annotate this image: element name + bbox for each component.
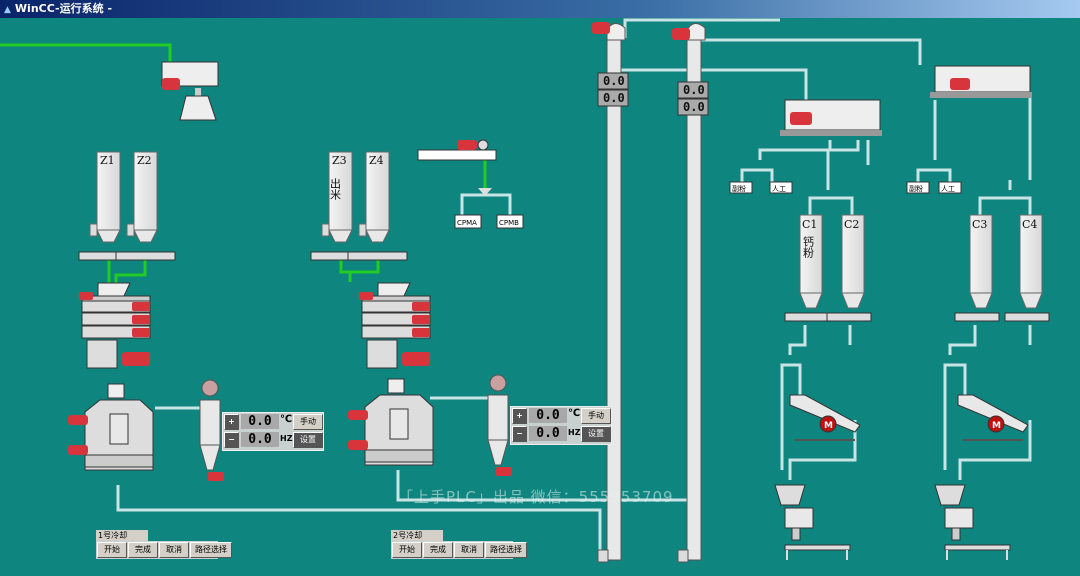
window-title: WinCC-运行系统 -: [14, 2, 113, 15]
fan-icon: [489, 374, 507, 392]
cooler-2[interactable]: [348, 378, 434, 466]
sieve-output-label: 副粉: [909, 184, 923, 193]
silo-content: 钙粉: [802, 235, 815, 258]
frequency-value: 0.0: [529, 426, 567, 441]
silo-c3[interactable]: C3: [954, 214, 1000, 322]
elevator-readout-bg: [597, 89, 629, 107]
pipes: [116, 18, 1032, 555]
process-diagram: Z1 Z2 Z3 出米 Z4 CPMA CPMB 0.0 0.0 0.0 0.0 副粉 人工 副粉…: [0, 18, 1050, 563]
cooler-1[interactable]: [68, 383, 154, 471]
screw-conveyor[interactable]: [417, 139, 497, 196]
manual-button[interactable]: 手动: [293, 414, 323, 430]
decrease-button[interactable]: −: [224, 432, 239, 448]
setting-button[interactable]: 设置: [581, 426, 611, 442]
plansifter-1[interactable]: [780, 99, 882, 136]
frequency-value: 0.0: [241, 432, 279, 447]
fan-icon: [201, 379, 219, 397]
motor-icon: [987, 415, 1005, 433]
active-pipes: [0, 43, 487, 285]
motor-label: M: [824, 421, 833, 431]
cyclone-2[interactable]: [487, 374, 512, 476]
silo-z1[interactable]: Z1: [78, 151, 139, 261]
fan-unit[interactable]: [161, 61, 219, 121]
control-button-3[interactable]: 路径选择: [190, 542, 232, 558]
control-button-0[interactable]: 开始: [392, 542, 422, 558]
cooler-control-panel-2: + − 0.0 0.0 ℃ HZ 手动 设置: [510, 406, 612, 445]
silo-label: Z3: [332, 154, 347, 167]
packer-1[interactable]: [774, 484, 851, 560]
silo-z2[interactable]: Z2: [115, 151, 176, 261]
silo-c1[interactable]: C1 钙粉: [784, 214, 830, 322]
silo-label: C2: [844, 218, 859, 231]
elevator-readout: 0.0: [683, 100, 705, 114]
increase-button[interactable]: +: [512, 408, 527, 424]
cyclone-1[interactable]: [199, 379, 224, 481]
elevator-readout-bg: [597, 72, 629, 90]
sieve-output-label: 副粉: [732, 184, 746, 193]
silo-z4[interactable]: Z4: [347, 151, 408, 261]
setting-button[interactable]: 设置: [293, 432, 323, 448]
silo-label: Z1: [100, 154, 115, 167]
vibrating-screen-2[interactable]: M: [957, 394, 1029, 441]
silo-label: Z4: [369, 154, 384, 167]
silo-label: C3: [972, 218, 987, 231]
output-cpma: CPMA: [457, 219, 477, 227]
control-button-2[interactable]: 取消: [159, 542, 189, 558]
silo-z3[interactable]: Z3 出米: [310, 151, 371, 261]
control-button-0[interactable]: 开始: [97, 542, 127, 558]
elevator-readout: 0.0: [603, 74, 625, 88]
silo-label: C1: [802, 218, 817, 231]
silo-label: Z2: [137, 154, 152, 167]
silo-label: C4: [1022, 218, 1037, 231]
temperature-value: 0.0: [241, 414, 279, 429]
motor-label: M: [992, 421, 1001, 431]
elevator-readout: 0.0: [683, 83, 705, 97]
temperature-unit: ℃: [568, 408, 581, 419]
control-button-3[interactable]: 路径选择: [485, 542, 527, 558]
watermark: 「上手PLC」出品 微信：555953709: [398, 488, 674, 506]
silo-c2[interactable]: C2: [826, 214, 872, 322]
sieve-output-label: 人工: [941, 185, 955, 193]
control-button-1[interactable]: 完成: [423, 542, 453, 558]
frequency-unit: HZ: [280, 434, 293, 443]
packer-2[interactable]: [934, 484, 1011, 560]
motor-icon: [819, 415, 837, 433]
frequency-unit: HZ: [568, 428, 581, 437]
manual-button[interactable]: 手动: [581, 408, 611, 424]
decrease-button[interactable]: −: [512, 426, 527, 442]
elevator-readout-bg: [677, 98, 709, 116]
control-button-1[interactable]: 完成: [128, 542, 158, 558]
output-cpmb: CPMB: [499, 219, 519, 227]
app-icon: ▲: [4, 5, 11, 15]
plansifter-2[interactable]: [930, 65, 1032, 98]
temperature-unit: ℃: [280, 414, 293, 425]
bucket-elevator-2[interactable]: [672, 23, 706, 563]
silo-content: 出米: [329, 177, 342, 201]
increase-button[interactable]: +: [224, 414, 239, 430]
control-group-title: 2号冷却: [391, 530, 443, 542]
roller-mill-2[interactable]: [359, 282, 431, 369]
roller-mill-1[interactable]: [79, 282, 151, 369]
sieve-output-label: 人工: [772, 185, 786, 193]
vibrating-screen-1[interactable]: M: [789, 394, 861, 441]
temperature-value: 0.0: [529, 408, 567, 423]
control-button-2[interactable]: 取消: [454, 542, 484, 558]
silo-c4[interactable]: C4: [1004, 214, 1050, 322]
elevator-readout-bg: [677, 81, 709, 99]
cooler-control-panel-1: + − 0.0 0.0 ℃ HZ 手动 设置: [222, 412, 324, 451]
window-title-bar: ▲WinCC-运行系统 -: [0, 0, 1080, 18]
elevator-readout: 0.0: [603, 91, 625, 105]
control-group-title: 1号冷却: [96, 530, 148, 542]
